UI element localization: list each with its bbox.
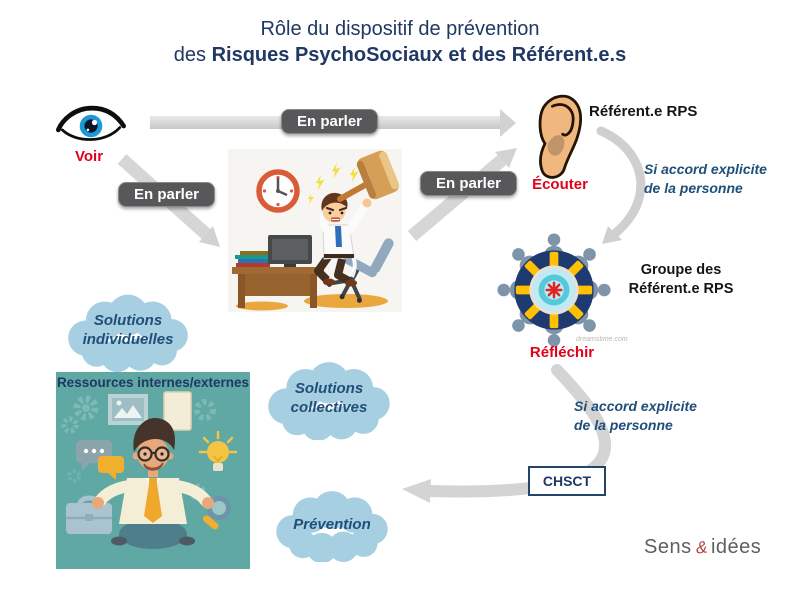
cloud-individual-line2: individuelles (82, 331, 174, 348)
listen-role-label: Référent.e RPS (589, 103, 698, 120)
resources-title: Ressources internes/externes (56, 375, 250, 390)
cloud-prevention-text: Prévention (262, 486, 402, 562)
computer-monitor (268, 235, 312, 267)
consent-note-1-line2: de la personne (644, 180, 743, 196)
cloud-individual-text: Solutions individuelles (60, 288, 196, 372)
eye-icon (56, 105, 126, 141)
cloud-prevention: Prévention (262, 486, 402, 562)
ear-icon (538, 94, 582, 179)
stress-sparks (308, 163, 359, 204)
consent-note-2-line2: de la personne (574, 417, 673, 433)
books-stack (235, 251, 270, 267)
title-line2-prefix: des (173, 44, 212, 66)
cloud-prevention-line1: Prévention (293, 515, 371, 533)
logo-word1: Sens (644, 536, 692, 558)
talk-pill-right: En parler (420, 171, 518, 196)
mallet-icon (337, 150, 400, 202)
desk (232, 267, 324, 308)
arrow-listen-to-group (596, 126, 646, 244)
brand-logo: Sens & idées (644, 536, 761, 559)
group-label: Groupe des Référent.e RPS (622, 261, 740, 299)
resource-person (92, 417, 214, 549)
cloud-individual-line1: Solutions (93, 312, 163, 329)
cloud-shape (276, 491, 388, 562)
picture-icon (108, 394, 148, 425)
logo-ampersand-icon: & (694, 537, 708, 558)
document-icon (163, 391, 192, 431)
consent-note-1: Si accord explicite de la personne (644, 160, 767, 198)
stressed-worker-image (228, 149, 402, 312)
consent-note-2-line1: Si accord explicite (574, 398, 697, 414)
consent-note-1-line1: Si accord explicite (644, 161, 767, 177)
chat-bubbles-icon (76, 440, 124, 480)
resources-illustration (56, 372, 250, 569)
cloud-individual-solutions: Solutions individuelles (60, 288, 196, 372)
stressed-worker-illustration (228, 149, 402, 312)
page-title: Rôle du dispositif de prévention des Ris… (0, 16, 800, 68)
cloud-collective-line2: collectives (290, 399, 368, 416)
wall-clock-icon (256, 169, 300, 213)
reflect-label: Réfléchir (529, 344, 595, 361)
title-line2-bold: Risques PsychoSociaux et des Référent.e.… (211, 44, 627, 66)
chsct-box: CHSCT (528, 466, 606, 496)
consent-note-2: Si accord explicite de la personne (574, 397, 697, 435)
title-line2: des Risques PsychoSociaux et des Référen… (0, 42, 800, 68)
group-roundtable-icon (497, 233, 611, 347)
cloud-shape (268, 362, 390, 440)
cloud-collective-line1: Solutions (294, 380, 364, 397)
see-label: Voir (74, 148, 104, 165)
cloud-shape (68, 294, 188, 372)
table-pads (515, 251, 593, 329)
title-line1: Rôle du dispositif de prévention (260, 18, 540, 40)
group-label-line1: Groupe des (640, 262, 722, 278)
cloud-collective-text: Solutions collectives (260, 356, 398, 440)
talk-pill-left: En parler (118, 182, 216, 207)
logo-word2: idées (710, 536, 762, 558)
ground-shadow (304, 294, 388, 308)
listen-label: Écouter (532, 176, 588, 193)
lightbulb-icon (198, 430, 238, 471)
resources-box: Ressources internes/externes (56, 372, 250, 569)
stock-watermark: dreamstime.com (576, 336, 628, 343)
arrow-group-to-prevention (402, 364, 612, 503)
talk-pill-top: En parler (281, 109, 379, 134)
cloud-collective-solutions: Solutions collectives (260, 356, 398, 440)
group-label-line2: Référent.e RPS (628, 281, 734, 297)
